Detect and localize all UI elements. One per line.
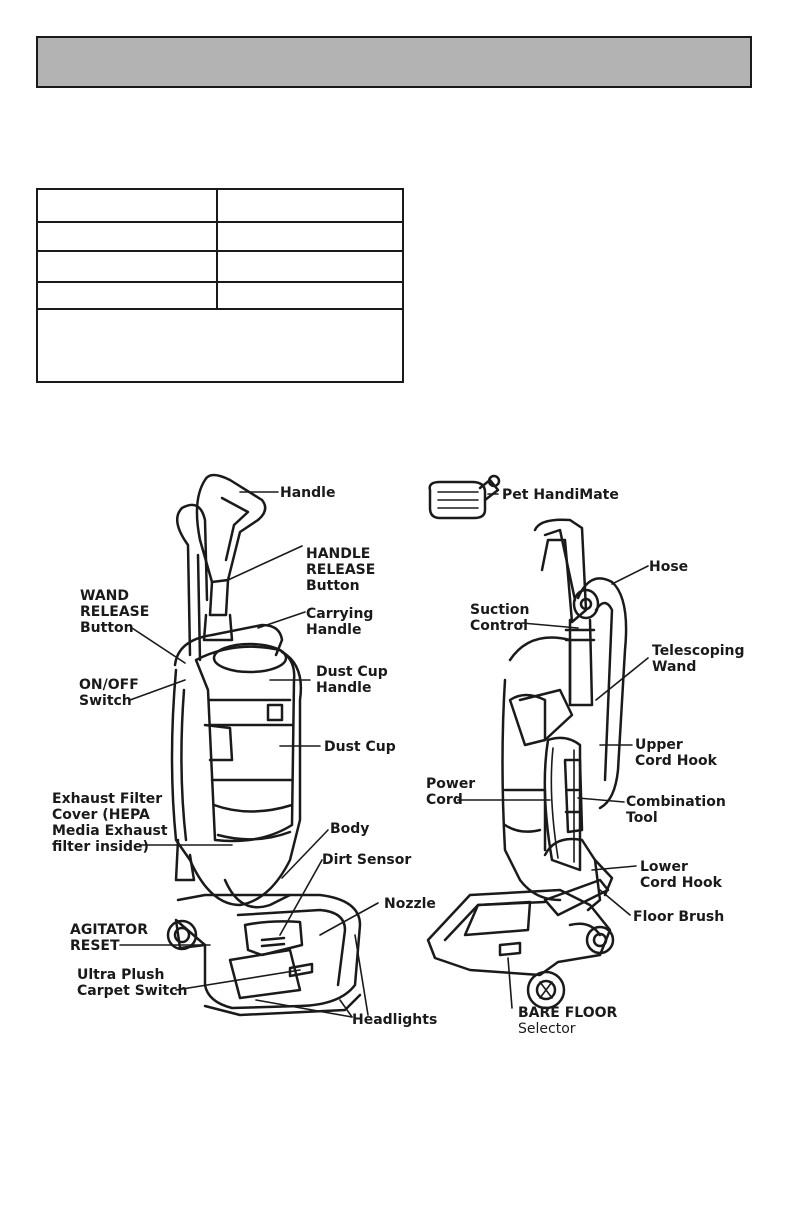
label-nozzle: Nozzle [384,896,436,912]
label-selector: Selector [518,1021,576,1037]
label-lower-cord-hook: Lower Cord Hook [640,859,722,891]
label-upper-cord-hook: Upper Cord Hook [635,737,717,769]
rear-vacuum-illustration [428,520,626,1008]
label-pet-handimate: Pet HandiMate [502,487,619,503]
label-dust-cup-handle: Dust Cup Handle [316,664,388,696]
pet-handimate-illustration [430,476,499,518]
label-headlights: Headlights [352,1012,437,1028]
label-suction-control: Suction Control [470,602,529,634]
label-exhaust-filter-cover: Exhaust Filter Cover (HEPA Media Exhaust… [52,791,168,855]
label-dirt-sensor: Dirt Sensor [322,852,411,868]
label-agitator-reset: AGITATOR RESET [70,922,148,954]
label-body: Body [330,821,369,837]
label-telescoping-wand: Telescoping Wand [652,643,745,675]
label-power-cord: Power Cord [426,776,475,808]
label-wand-release-button: WAND RELEASE Button [80,588,149,636]
label-handle: Handle [280,485,335,501]
label-ultra-plush-carpet-switch: Ultra Plush Carpet Switch [77,967,187,999]
label-dust-cup: Dust Cup [324,739,396,755]
label-hose: Hose [649,559,688,575]
label-carrying-handle: Carrying Handle [306,606,373,638]
label-on-off-switch: ON/OFF Switch [79,677,139,709]
label-floor-brush: Floor Brush [633,909,724,925]
label-handle-release-button: HANDLE RELEASE Button [306,546,375,594]
label-bare-floor: BARE FLOOR [518,1005,617,1021]
label-combination-tool: Combination Tool [626,794,726,826]
